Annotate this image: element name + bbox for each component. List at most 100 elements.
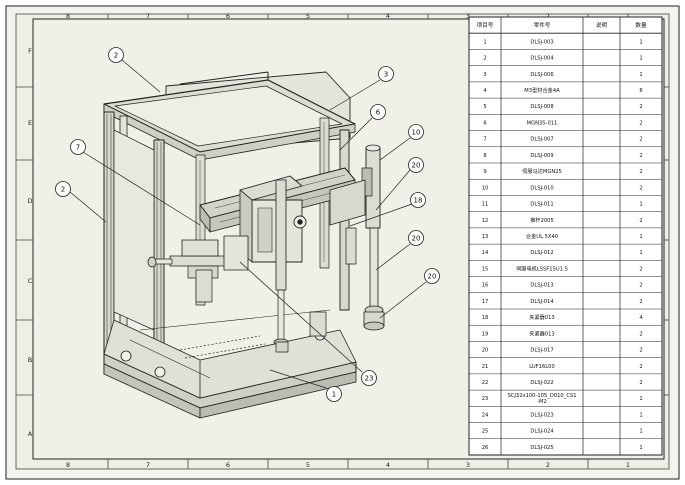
bom-cell: 18 (482, 315, 489, 321)
zone-bottom-label: 5 (306, 461, 310, 469)
bom-cell: SCJ32x100-105_D010_CS1 (507, 393, 576, 399)
balloon-number: 7 (76, 144, 80, 152)
balloon: 1 (326, 386, 342, 402)
bom-cell: 21 (482, 364, 489, 370)
zone-top-label: 7 (146, 12, 150, 20)
bom-cell: 8 (483, 153, 486, 159)
bom-frame (468, 16, 663, 456)
zone-left-label: E (28, 119, 32, 127)
bom-cell: DLSJ-014 (530, 299, 554, 305)
zone-labels-left: F E D C B A (27, 47, 32, 438)
bom-cell: 14 (482, 250, 489, 256)
zone-left-label: D (27, 197, 32, 205)
balloon: 6 (370, 104, 386, 120)
balloon-number: 18 (414, 197, 423, 205)
balloon-number: 6 (376, 109, 381, 117)
bom-cell: 6 (483, 120, 486, 126)
bom-cell: 1 (639, 429, 642, 435)
zone-bottom-label: 6 (226, 461, 230, 469)
balloons: 2 3 6 10 7 2 20 18 (55, 47, 440, 402)
bom-cell: 推杆2005 (530, 216, 554, 224)
balloon-number: 20 (428, 273, 437, 281)
zone-labels-bottom: 8 7 6 5 4 3 2 1 (66, 461, 630, 469)
bom-cell: 2 (639, 218, 642, 224)
bom-cell: 11 (482, 202, 489, 208)
zone-bottom-label: 8 (66, 461, 70, 469)
bom-cell: LUF16L00 (529, 364, 555, 370)
bom-cell: 12 (482, 218, 489, 224)
bom-cell: 夹紧器013 (529, 329, 554, 337)
bom-cell: DLSJ-012 (530, 250, 553, 256)
bom-cell: 5 (483, 104, 486, 110)
bom-cell: 2 (639, 364, 642, 370)
zone-bottom-label: 7 (146, 461, 150, 469)
bom-cell: 2 (639, 169, 642, 175)
zone-left-label: A (28, 430, 33, 438)
balloon: 20 (408, 157, 424, 173)
bom-cell: DLSJ-024 (530, 429, 554, 435)
bom-header-cell: 项目号 (477, 22, 494, 29)
bom-cell: 20 (482, 348, 489, 354)
balloon-number: 1 (332, 391, 336, 399)
balloon: 10 (408, 124, 424, 140)
bom-cell: 2 (639, 185, 642, 191)
bom-cell: DLSJ-013 (530, 283, 553, 289)
bom-cell: 24 (482, 412, 489, 418)
zone-top-label: 1 (626, 12, 630, 20)
balloon: 20 (408, 230, 424, 246)
bom-cell: DLSJ-010 (530, 185, 553, 191)
bom-cell: 1 (639, 412, 642, 418)
balloon-leaders (69, 59, 427, 389)
bom-cell: 17 (482, 299, 489, 305)
zone-bottom-label: 3 (466, 461, 470, 469)
bom-cell: 1 (639, 202, 642, 208)
bom-cell: 2 (639, 283, 642, 289)
bom-cell: 1 (639, 445, 642, 451)
zone-left-label: C (28, 277, 33, 285)
zone-top-label: 8 (66, 12, 70, 20)
zone-top-label: 4 (386, 12, 390, 20)
bom-cell: DLSJ-003 (530, 39, 553, 45)
bom-cell: DLSJ-025 (530, 445, 553, 451)
balloon-number: 10 (412, 129, 421, 137)
bom-cell: 25 (482, 429, 489, 435)
bom-cell: M3型材合金4A (524, 86, 560, 94)
bom-cell: 2 (639, 266, 642, 272)
bom-cell: 19 (482, 331, 489, 337)
bom-cell: 23 (482, 396, 489, 402)
bom-cell: DLSJ-022 (530, 380, 553, 386)
bom-cell: DLSJ-007 (530, 137, 553, 143)
balloon: 2 (55, 181, 71, 197)
bom-cell: 合金UL.5X40 (526, 232, 558, 240)
bom-cell: 2 (639, 299, 642, 305)
bom-cell: 7 (483, 137, 486, 143)
balloon: 18 (410, 192, 426, 208)
bom-cell: 2 (639, 348, 642, 354)
balloon: 3 (378, 66, 394, 82)
bom-cell: 1 (639, 56, 642, 62)
bom-cell: 16 (482, 283, 489, 289)
bom-cell: 2 (639, 331, 642, 337)
zone-bottom-label: 4 (386, 461, 390, 469)
zone-left-label: B (28, 356, 32, 364)
bom-cell: DLSJ-017 (530, 348, 553, 354)
bom-header-cell: 说明 (596, 21, 608, 29)
balloon-number: 20 (412, 235, 421, 243)
bom-header-cell: 数量 (635, 21, 647, 29)
bom-cell: 3 (483, 72, 486, 78)
bom-cell: 22 (482, 380, 489, 386)
bom-cell: DLSJ-009 (530, 153, 553, 159)
balloon: 20 (424, 268, 440, 284)
bom-cell: 伺服马达MGN25 (522, 167, 562, 175)
bom-cell: 1 (639, 234, 642, 240)
balloon-number: 23 (365, 375, 374, 383)
zone-bottom-label: 1 (626, 461, 630, 469)
bom-cell: 2 (639, 120, 642, 126)
bom-cell: 2 (639, 104, 642, 110)
bom-cell: MGN35-011 (527, 120, 558, 126)
bom-cell: 2 (639, 137, 642, 143)
bom-cell: 10 (482, 185, 489, 191)
